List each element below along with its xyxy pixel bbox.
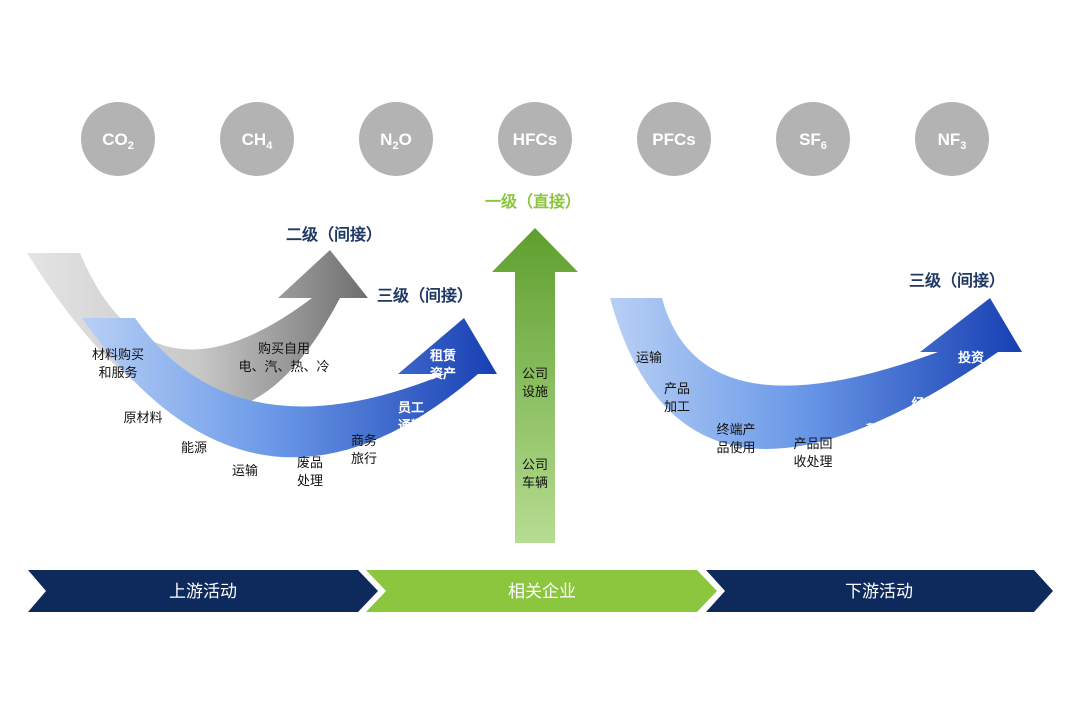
gas-label-base: CO bbox=[102, 130, 128, 149]
item-waste-line2: 处理 bbox=[297, 474, 323, 489]
gas-circle: SF6 bbox=[776, 102, 850, 176]
scope1-label: 一级（直接） bbox=[485, 192, 581, 211]
item-downstream-leased-line1: 租赁 bbox=[866, 422, 892, 438]
item-end-use-line2: 品使用 bbox=[716, 440, 755, 456]
item-facilities-line2: 设施 bbox=[522, 385, 548, 400]
item-investments: 投资 bbox=[958, 350, 984, 366]
item-materials-line2: 和服务 bbox=[98, 365, 137, 381]
item-upstream-leased-line1: 租赁 bbox=[430, 348, 456, 364]
scope3-downstream-label: 三级（间接） bbox=[909, 271, 1005, 290]
gas-label-base: SF bbox=[799, 130, 821, 149]
scope3-upstream-arrow bbox=[82, 318, 497, 458]
item-purchased-energy-line2: 电、汽、热、冷 bbox=[238, 360, 329, 375]
item-raw-materials: 原材料 bbox=[123, 411, 162, 426]
gas-circle-shape bbox=[776, 102, 850, 176]
item-end-of-life-line1: 产品回 bbox=[793, 437, 832, 452]
chevron-upstream bbox=[28, 570, 378, 612]
chevron-company-label: 相关企业 bbox=[508, 582, 576, 602]
item-materials-line1: 材料购买 bbox=[92, 347, 144, 363]
chevron-company bbox=[366, 570, 717, 612]
item-purchased-energy-line1: 购买自用 bbox=[258, 341, 310, 357]
item-end-use-line1: 终端产 bbox=[716, 422, 755, 438]
item-vehicles-line1: 公司 bbox=[522, 458, 548, 473]
gas-label-base: HFCs bbox=[513, 130, 557, 149]
gas-label-subscript: 3 bbox=[960, 140, 966, 152]
gas-circle: NF3 bbox=[915, 102, 989, 176]
chevron-upstream-label: 上游活动 bbox=[169, 582, 237, 602]
item-processing-line2: 加工 bbox=[664, 400, 690, 415]
scope3-upstream-label: 三级（间接） bbox=[377, 286, 473, 305]
gas-label-subscript: 6 bbox=[821, 140, 827, 152]
item-vehicles-line2: 车辆 bbox=[522, 475, 548, 491]
item-franchises: 经销商 bbox=[911, 396, 950, 412]
gas-circle: CO2 bbox=[81, 102, 155, 176]
item-business-travel-line1: 商务 bbox=[351, 433, 377, 449]
chevron-downstream-label: 下游活动 bbox=[845, 582, 913, 602]
item-downstream-leased-line2: 资产 bbox=[866, 440, 892, 456]
item-processing-line1: 产品 bbox=[664, 382, 690, 397]
item-business-travel-line2: 旅行 bbox=[351, 452, 377, 467]
item-upstream-leased-line2: 资产 bbox=[430, 366, 456, 382]
item-waste-line1: 废品 bbox=[297, 455, 323, 471]
gas-circle-shape bbox=[359, 102, 433, 176]
gas-label-base: N bbox=[380, 130, 392, 149]
gas-circle: PFCs bbox=[637, 102, 711, 176]
item-facilities-line1: 公司 bbox=[522, 367, 548, 382]
gas-label-subscript: 4 bbox=[266, 140, 273, 152]
scope3-downstream-arrow bbox=[610, 298, 1022, 449]
gas-label: NF3 bbox=[938, 130, 967, 152]
item-end-of-life-line2: 收处理 bbox=[793, 455, 832, 470]
gas-label-base: NF bbox=[938, 130, 961, 149]
gas-label: N2O bbox=[380, 130, 412, 152]
gas-circle-shape bbox=[81, 102, 155, 176]
gas-label-subscript: 2 bbox=[392, 140, 398, 152]
gas-label-tail: O bbox=[399, 130, 412, 149]
gas-circle-shape bbox=[637, 102, 711, 176]
gas-label: HFCs bbox=[513, 130, 557, 149]
gas-label-base: CH bbox=[242, 130, 267, 149]
gas-label-subscript: 2 bbox=[128, 140, 134, 152]
gas-label: PFCs bbox=[652, 130, 695, 149]
scope2-label: 二级（间接） bbox=[286, 225, 382, 244]
gas-circle-shape bbox=[220, 102, 294, 176]
scope1-arrow bbox=[492, 228, 578, 543]
gas-label-base: PFCs bbox=[652, 130, 695, 149]
gas-circle: CH4 bbox=[220, 102, 294, 176]
gas-circle: N2O bbox=[359, 102, 433, 176]
item-energy: 能源 bbox=[181, 441, 207, 456]
chevron-downstream bbox=[706, 570, 1053, 612]
gas-label: CH4 bbox=[242, 130, 274, 152]
item-commuting-line1: 员工 bbox=[398, 401, 424, 416]
gas-circle-shape bbox=[915, 102, 989, 176]
gas-label: CO2 bbox=[102, 130, 134, 152]
scope2-arrow bbox=[27, 250, 368, 412]
gas-circle: HFCs bbox=[498, 102, 572, 176]
gas-label: SF6 bbox=[799, 130, 827, 152]
item-downstream-transport: 运输 bbox=[636, 350, 662, 366]
gas-circle-shape bbox=[498, 102, 572, 176]
item-upstream-transport: 运输 bbox=[232, 463, 258, 479]
item-commuting-line2: 通勤 bbox=[398, 418, 424, 434]
